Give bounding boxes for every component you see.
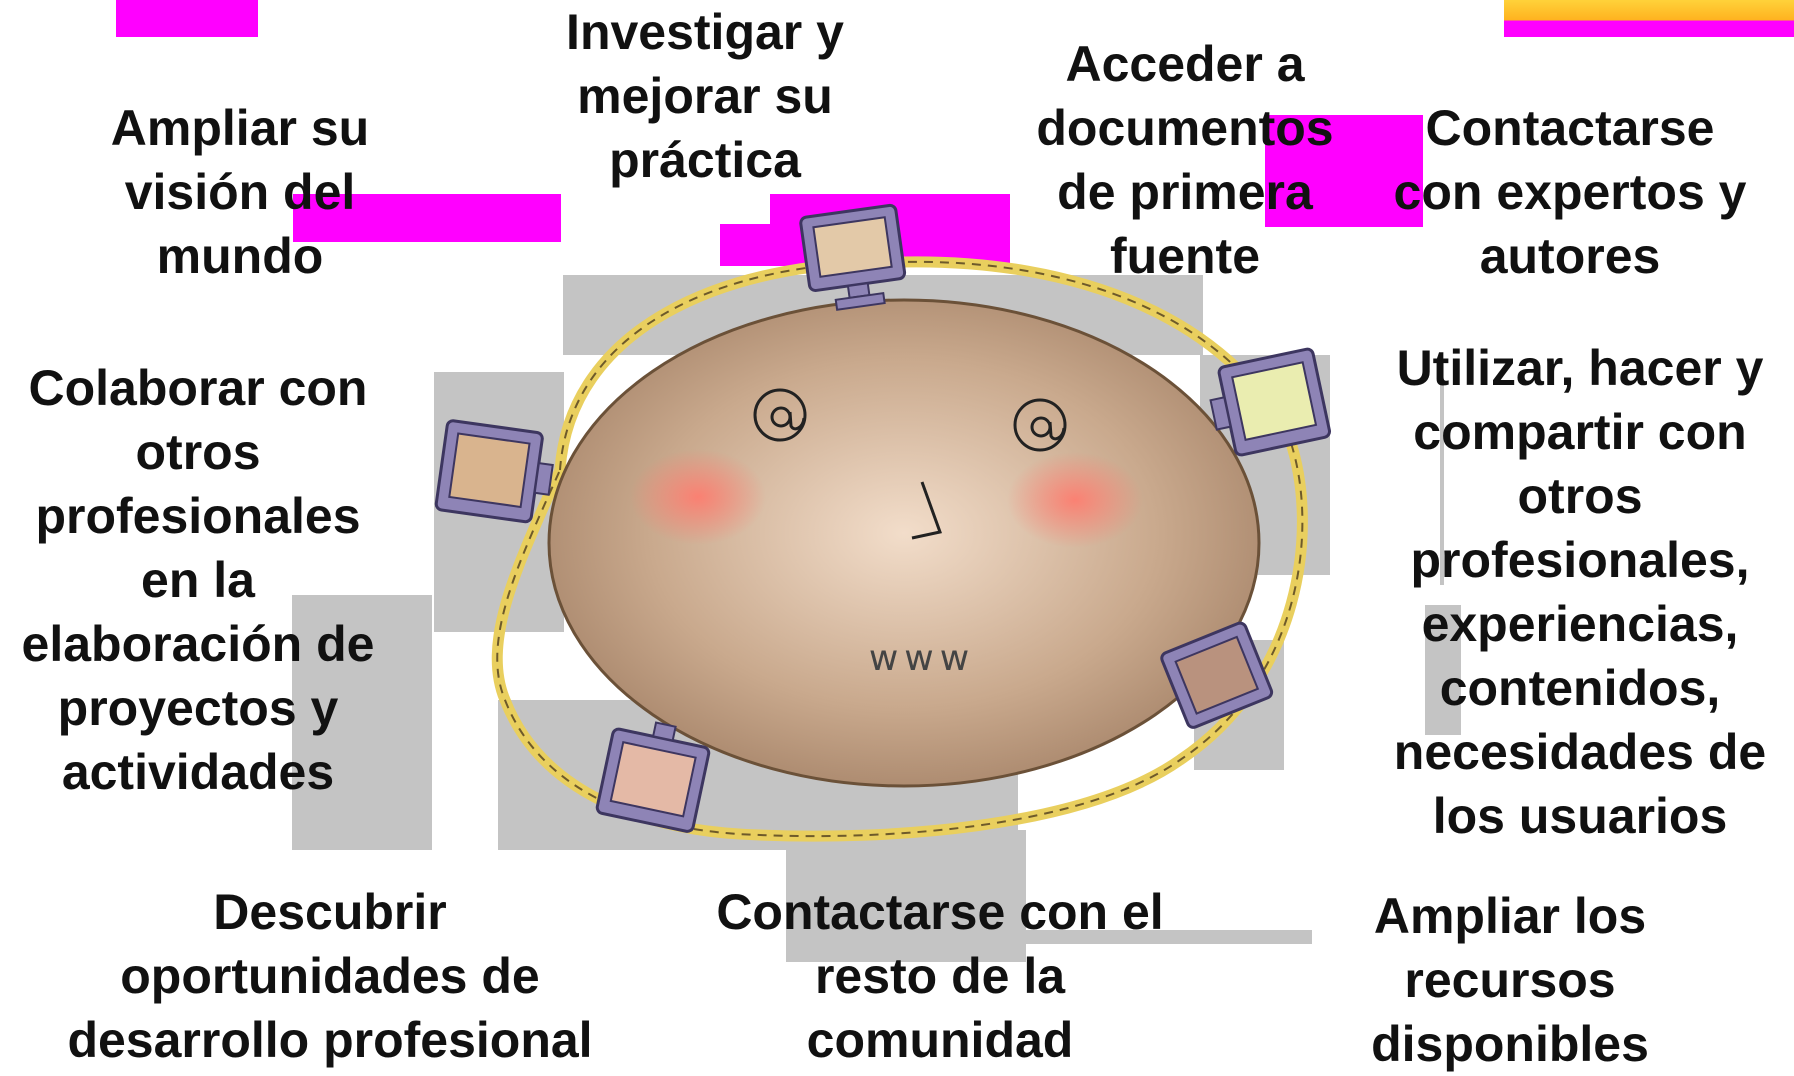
label-descubrir: Descubrir oportunidades de desarrollo pr… xyxy=(67,884,593,1068)
label-contactarse-expertos: Contactarse con expertos y autores xyxy=(1393,100,1747,284)
magenta-bar-left-mid xyxy=(293,194,561,242)
computer-terminal-icon xyxy=(595,721,711,833)
www-text: www xyxy=(869,638,975,679)
gray-artifact-6 xyxy=(1020,930,1312,944)
label-ampliar-vision: Ampliar su visión del mundo xyxy=(110,100,370,284)
label-contactarse-comunidad: Contactarse con el resto de la comunidad xyxy=(716,884,1164,1068)
magenta-bar-top-left xyxy=(116,0,258,37)
smiling-globe-icon: www xyxy=(547,298,1261,788)
computer-terminal-icon xyxy=(1160,621,1274,729)
at-sign-icon xyxy=(753,388,807,442)
gray-artifact-3 xyxy=(292,595,432,850)
label-investigar: Investigar y mejorar su práctica xyxy=(566,4,844,188)
label-ampliar-recursos: Ampliar los recursos disponibles xyxy=(1371,888,1649,1072)
gray-artifact-5 xyxy=(786,830,1026,962)
label-colaborar: Colaborar con otros profesionales en la … xyxy=(21,360,375,800)
label-acceder-documentos: Acceder a documentos de primera fuente xyxy=(1036,36,1334,284)
at-sign-icon xyxy=(1013,398,1067,452)
orange-strip-top-right xyxy=(1504,0,1794,37)
nose xyxy=(911,481,942,540)
computer-terminal-icon xyxy=(799,203,907,311)
gray-artifact-10 xyxy=(1440,360,1444,585)
magenta-block-right xyxy=(1265,115,1423,227)
label-utilizar-compartir: Utilizar, hacer y compartir con otros pr… xyxy=(1393,340,1767,844)
computer-terminal-icon xyxy=(1209,347,1331,457)
computer-terminal-icon xyxy=(434,419,554,524)
gray-artifact-9 xyxy=(1425,605,1461,735)
